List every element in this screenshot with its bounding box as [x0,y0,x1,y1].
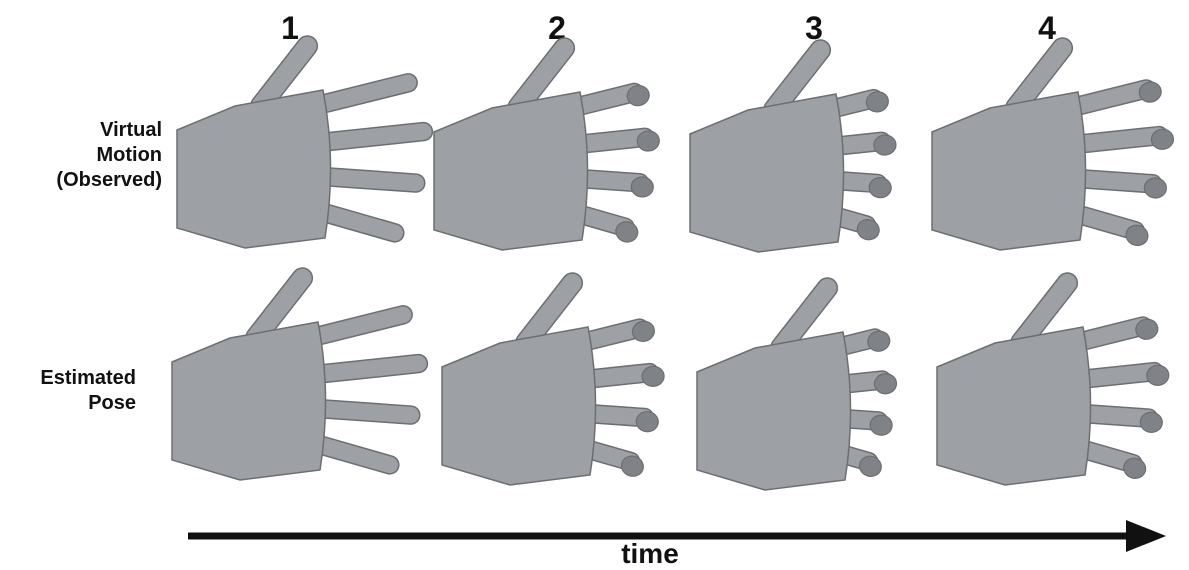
time-axis-label: time [600,538,700,570]
palm [177,90,331,248]
hand-model [434,34,660,250]
hand-model [697,274,897,490]
finger [309,354,428,384]
palm [697,332,851,490]
hand-model [172,264,428,480]
time-arrow-head [1126,520,1166,552]
finger [314,122,433,152]
palm [172,322,326,480]
palm [937,327,1091,485]
hand-model [442,269,665,485]
hand-model [177,32,433,248]
palm [690,94,844,252]
hand-model [690,36,897,252]
hand-model [932,34,1174,250]
finger [308,304,414,347]
hand-model [937,269,1170,485]
palm [434,92,588,250]
finger [313,72,419,115]
palm [442,327,596,485]
palm [932,92,1086,250]
